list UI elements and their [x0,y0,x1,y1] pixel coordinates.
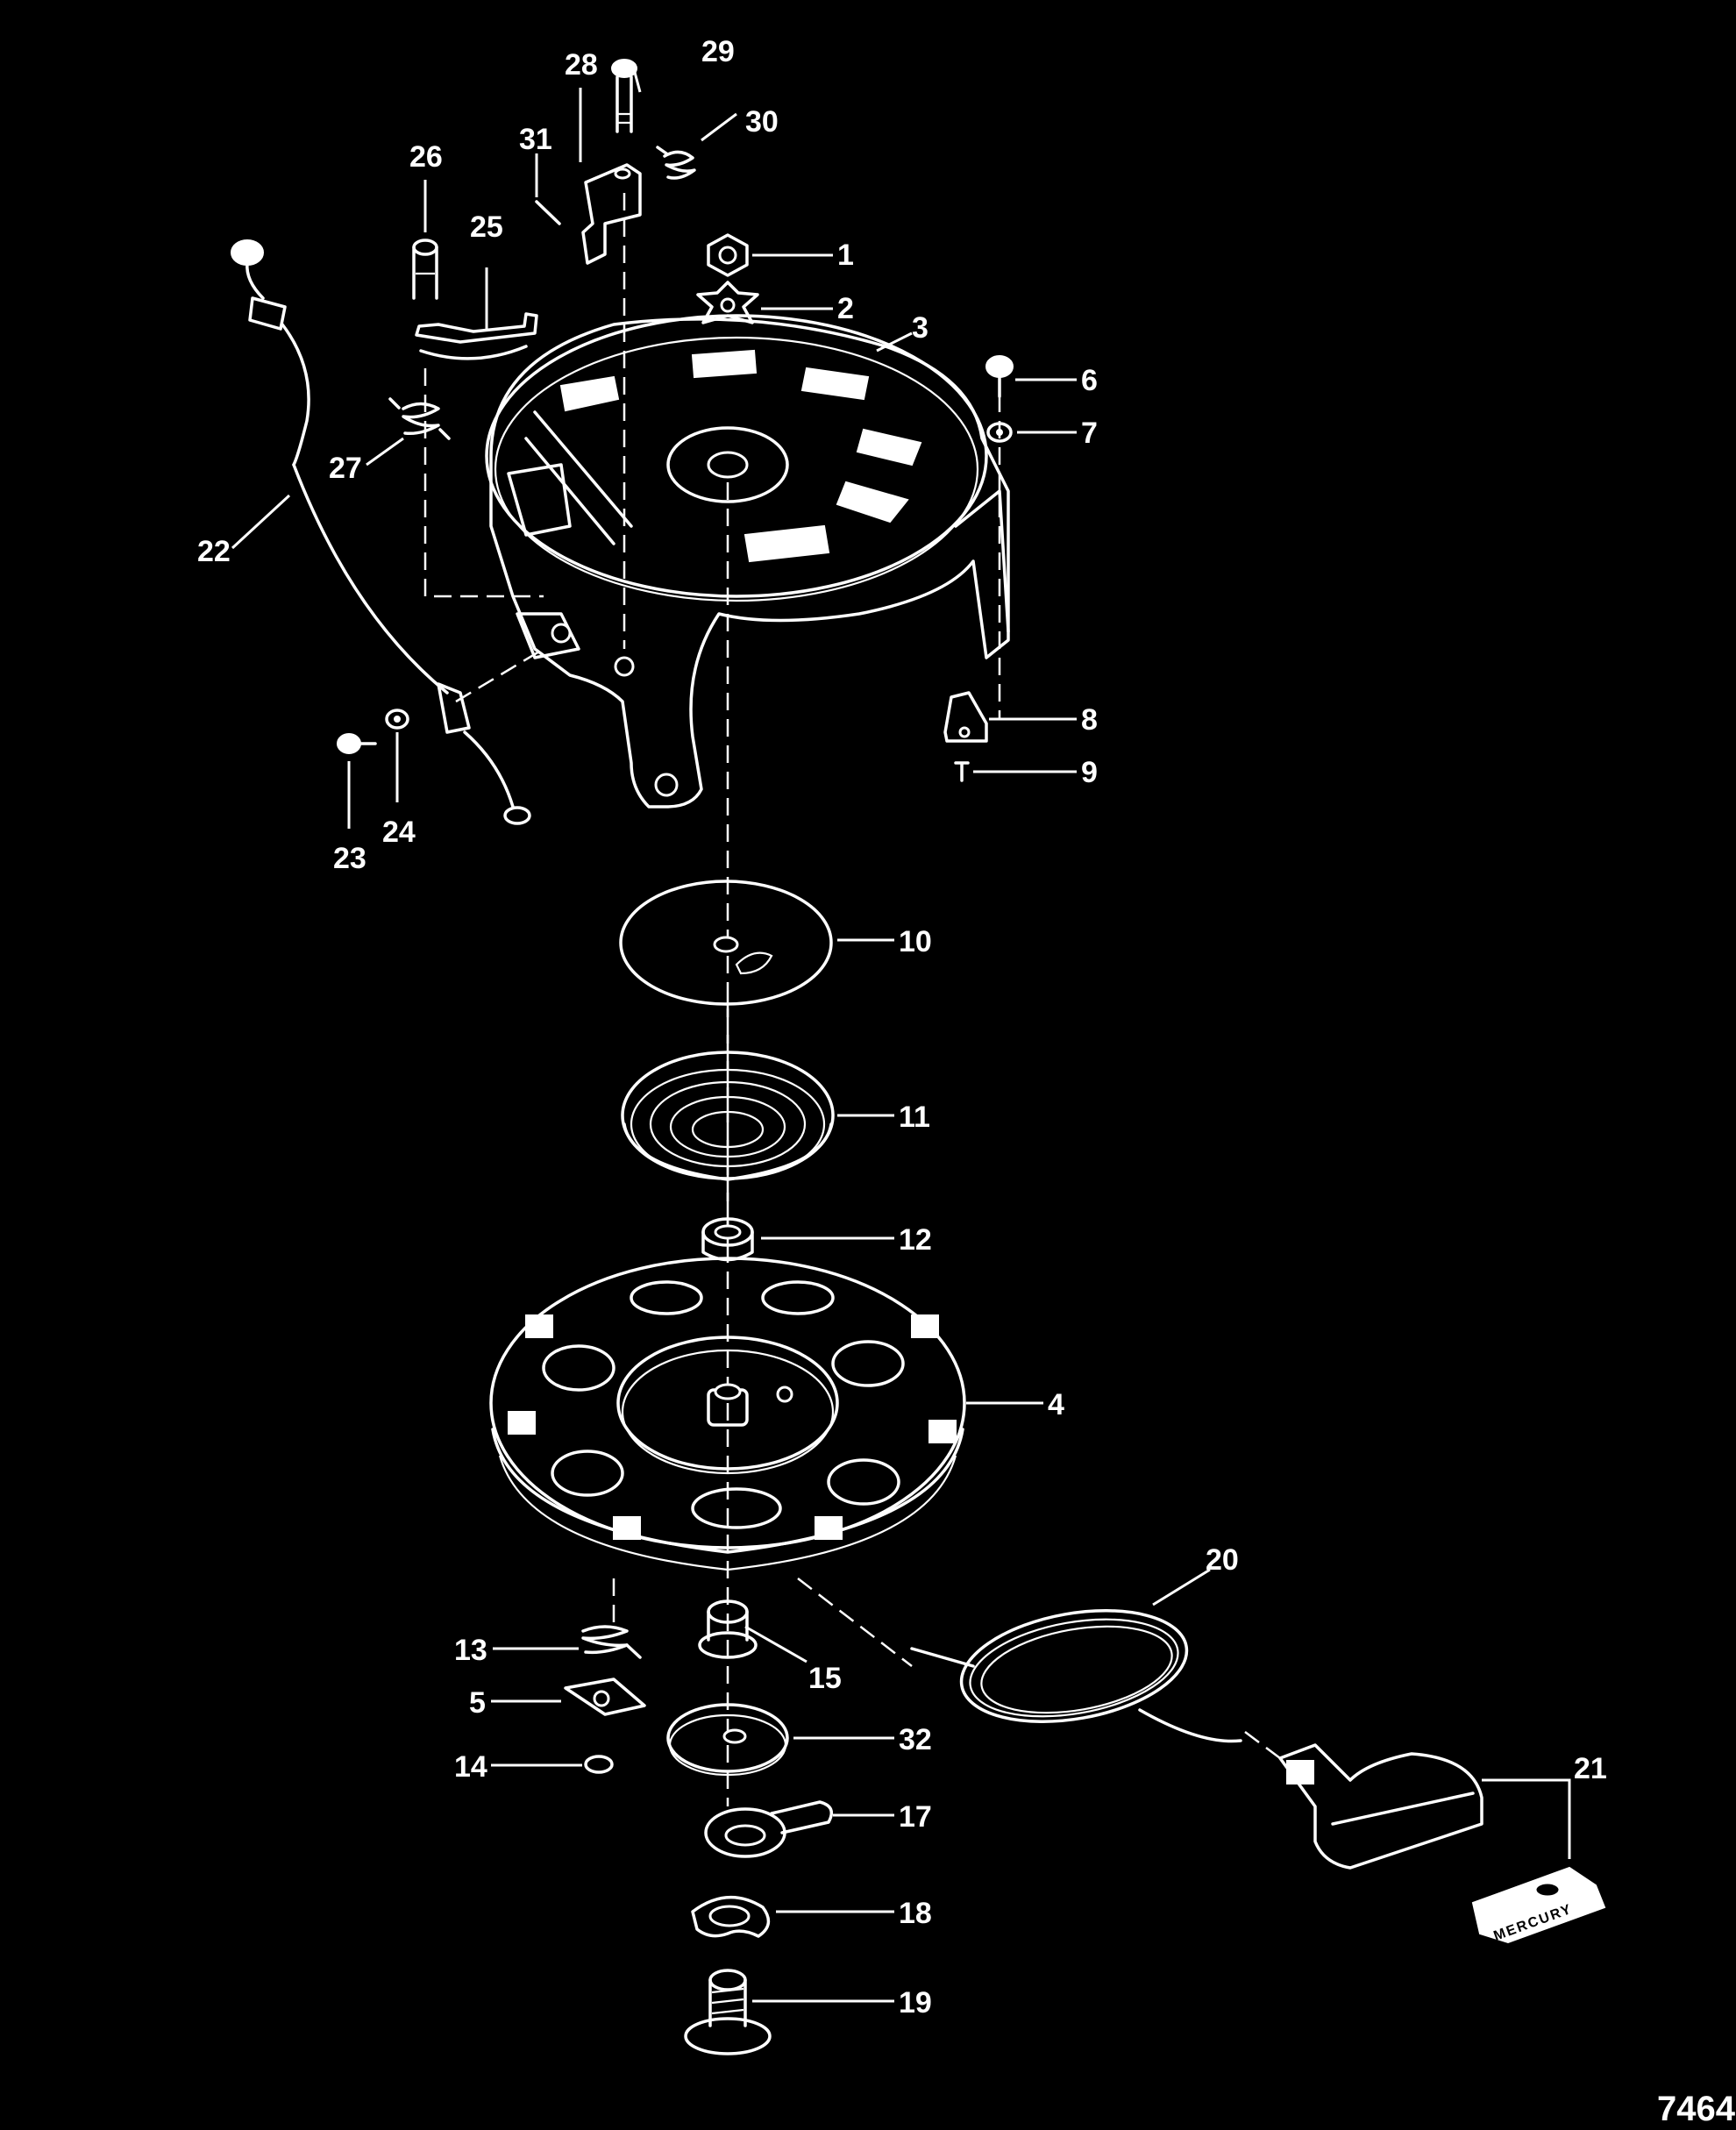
callout-6: 6 [1081,364,1098,397]
callout-14: 14 [454,1750,487,1784]
callout-5: 5 [469,1686,486,1720]
part-12-bushing [701,1217,754,1262]
callout-20: 20 [1206,1543,1239,1577]
part-6-screw [985,355,1014,398]
callout-18: 18 [899,1897,932,1930]
part-24-washer [385,709,409,730]
callout-21: 21 [1574,1752,1607,1785]
callout-26: 26 [409,140,443,174]
part-4-pulley [489,1257,966,1571]
callout-labels: 1 2 3 6 7 8 9 10 11 12 4 13 5 14 15 32 1… [197,35,1607,2020]
callout-4: 4 [1048,1388,1064,1421]
callout-25: 25 [470,210,503,244]
part-27-spring [388,397,451,440]
part-23-screw [337,733,377,754]
callout-15: 15 [808,1662,842,1695]
callout-19: 19 [899,1986,932,2020]
callout-24: 24 [382,816,416,849]
part-19-bolt [684,1969,772,2055]
callout-31: 31 [519,123,552,156]
callout-32: 32 [899,1723,932,1756]
figure-number: 7464 [1657,2090,1736,2128]
callout-2: 2 [837,292,854,325]
part-32-washer [666,1703,789,1777]
part-18-wave-washer [691,1896,771,1938]
part-28-lock-lever [581,163,642,265]
callout-10: 10 [899,925,932,958]
callout-28: 28 [565,48,598,82]
callout-leaders [231,65,1571,2003]
part-20-starter-rope [910,1608,1242,1743]
callout-17: 17 [899,1800,932,1834]
part-22-stop-cable [231,239,531,825]
part-21-handle: MERCURY [1278,1743,1606,1944]
callout-3: 3 [912,311,928,345]
part-1-nut [707,233,749,277]
callout-11: 11 [899,1101,930,1134]
assembly-axes [423,193,1281,1806]
callout-23: 23 [333,842,366,875]
part-30-spring [656,146,696,180]
callout-7: 7 [1081,417,1098,450]
part-13-spring [581,1625,642,1659]
callout-8: 8 [1081,703,1098,737]
callout-9: 9 [1081,756,1098,789]
part-31-pin [535,200,561,225]
part-29-screw [611,59,637,133]
callout-29: 29 [701,35,735,68]
part-25-lever [415,312,538,360]
part-26-pin [412,239,438,300]
part-5-pawl [564,1678,646,1716]
callout-22: 22 [197,535,231,568]
part-8-bracket [943,691,988,743]
part-17-friction-link [704,1800,834,1858]
callout-13: 13 [454,1634,487,1667]
part-7-lockwasher [986,422,1013,443]
callout-12: 12 [899,1223,932,1257]
part-3-starter-housing [485,314,1010,809]
callout-27: 27 [329,452,362,485]
part-10-plate [619,880,833,1006]
part-9-screw [954,761,970,782]
part-14-clip [584,1755,614,1774]
part-11-rewind-spring [621,1051,835,1181]
part-15-bushing [698,1599,758,1659]
callout-1: 1 [837,239,854,272]
callout-30: 30 [745,105,779,139]
